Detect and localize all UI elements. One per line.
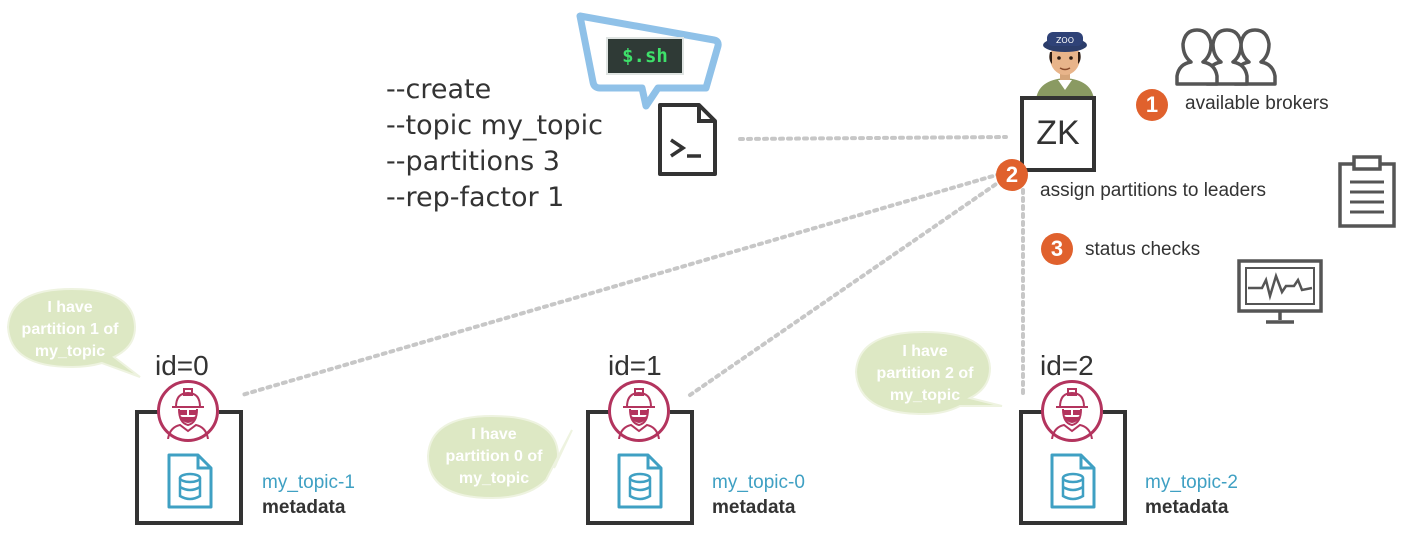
broker-2-id: id=2 (1040, 350, 1094, 381)
broker-1-box (586, 410, 694, 525)
zookeeper-avatar-icon: ZOO (1036, 32, 1094, 100)
monitor-heartbeat-icon (1237, 259, 1323, 324)
step-2-badge: 2 (996, 159, 1028, 191)
zookeeper-hat-label: ZOO (1056, 36, 1074, 45)
shell-script-label: $.sh (606, 37, 684, 75)
step-1-badge: 1 (1136, 89, 1168, 121)
broker-2-bubble-text: I have partition 2 of my_topic (876, 343, 974, 404)
clipboard-icon (1338, 155, 1396, 228)
speech-bubble-broker-2 (854, 330, 1003, 416)
command-line: --rep-factor 1 (386, 182, 565, 213)
broker-1-avatar (608, 380, 670, 442)
connector-zk-to-broker-1 (688, 178, 1004, 397)
step-3-text: status checks (1085, 239, 1201, 260)
connector-script-to-zk (738, 135, 1008, 141)
broker-1-bubble-text: I have partition 0 of my_topic (445, 426, 543, 487)
step-2-text: assign partitions to leaders (1040, 180, 1267, 201)
command-line: --create (386, 74, 492, 105)
broker-1-metadata: metadata (712, 497, 796, 518)
broker-0-avatar (157, 380, 219, 442)
broker-2-metadata: metadata (1145, 497, 1229, 518)
broker-2-avatar (1041, 380, 1103, 442)
command-arguments: --create --topic my_topic --partitions 3… (386, 72, 603, 216)
step-3-badge: 3 (1041, 233, 1073, 265)
broker-0-metadata: metadata (262, 497, 346, 518)
terminal-file-icon (658, 103, 717, 176)
command-line: --partitions 3 (386, 146, 560, 177)
broker-2-box (1019, 410, 1127, 525)
command-line: --topic my_topic (386, 110, 604, 141)
speech-bubble-broker-1 (426, 414, 573, 500)
speech-bubble-broker-0 (6, 287, 141, 378)
broker-0-box (135, 410, 243, 525)
connector-zk-to-broker-0 (240, 172, 1002, 397)
broker-1-topic: my_topic-0 (712, 472, 805, 493)
brokers-group-icon (1175, 28, 1277, 86)
broker-0-topic: my_topic-1 (262, 472, 355, 493)
broker-1-database-file-icon (617, 453, 663, 509)
broker-0-bubble-text: I have partition 1 of my_topic (21, 299, 119, 360)
zookeeper-box: ZK (1020, 96, 1096, 172)
broker-0-database-file-icon (167, 453, 213, 509)
worker-icon (1051, 388, 1093, 440)
worker-icon (618, 388, 660, 440)
broker-2-topic: my_topic-2 (1145, 472, 1238, 493)
step-1-text: available brokers (1185, 93, 1329, 114)
broker-0-id: id=0 (155, 350, 209, 381)
broker-2-database-file-icon (1050, 453, 1096, 509)
broker-1-id: id=1 (608, 350, 662, 381)
worker-icon (167, 388, 209, 440)
